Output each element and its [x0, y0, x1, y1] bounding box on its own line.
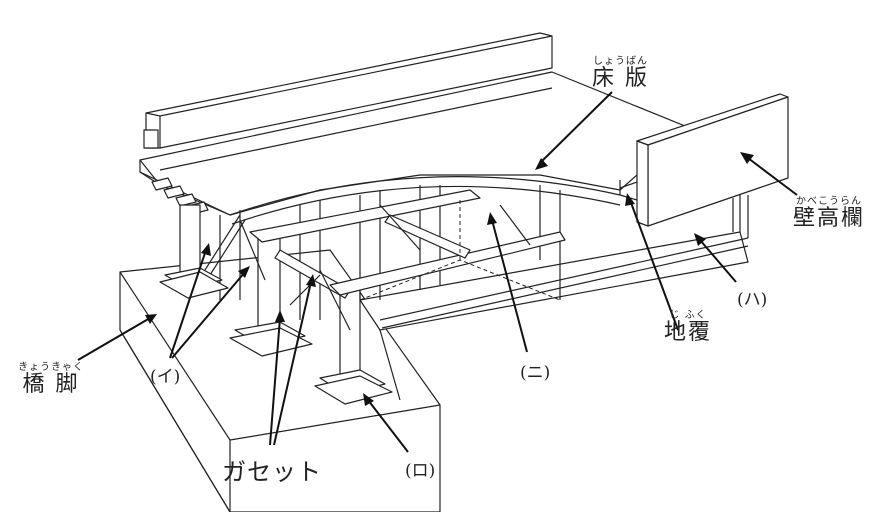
arrowhead [306, 274, 316, 287]
ruby-deck-slab: しょうばん [593, 56, 648, 67]
arrow-pier [77, 317, 151, 361]
arrowhead [145, 314, 157, 324]
footings [159, 267, 393, 405]
marker-ro: (ロ) [405, 461, 436, 481]
label-gusset: ガセット [222, 458, 322, 486]
ruby-pier: きょうきゃく [18, 362, 84, 373]
text-curb: 地覆 [664, 320, 713, 345]
marker-ni: (ニ) [520, 363, 551, 383]
arrow-deck-slab [539, 91, 613, 164]
arrowhead [201, 243, 211, 256]
arrowhead [363, 393, 374, 406]
arrow-curb [629, 199, 679, 331]
text-deck-slab: 床 版 [592, 66, 649, 91]
arrow-ha [699, 239, 737, 283]
arrow-gusset-1 [269, 317, 281, 446]
arrow-ni [491, 219, 528, 353]
abutment-base [359, 195, 749, 401]
marker-ha: (ハ) [737, 290, 768, 310]
deck-slab [139, 71, 691, 225]
arrowhead [740, 152, 754, 164]
text-parapet-wall: 壁高欄 [793, 206, 866, 231]
marker-i: (イ) [150, 367, 181, 387]
label-pier: きょうきゃく 橋 脚 [18, 362, 84, 397]
text-pier: 橋 脚 [22, 372, 80, 397]
curb-lines [379, 195, 749, 329]
arrowhead [238, 266, 250, 278]
arrowhead [625, 193, 635, 206]
parapet-left [143, 32, 553, 149]
ruby-curb: じ ふく [669, 310, 707, 321]
hidden-lines [359, 200, 561, 301]
parapet-right [619, 93, 789, 227]
label-parapet-wall: かべこうらん 壁高欄 [793, 196, 865, 231]
arrow-i-2 [171, 271, 246, 359]
arrow-ro [367, 399, 409, 453]
ruby-parapet-wall: かべこうらん [796, 196, 862, 207]
arrow-parapet [747, 157, 798, 196]
arrowhead [487, 212, 497, 225]
label-curb: じ ふく 地覆 [664, 310, 712, 345]
pointer-arrows [77, 91, 798, 453]
arrow-gusset-2 [273, 281, 312, 446]
arrowhead [275, 310, 285, 322]
label-deck-slab: しょうばん 床 版 [592, 56, 649, 91]
arrowhead [535, 158, 548, 170]
arrowhead [694, 233, 706, 246]
arrow-i-1 [169, 249, 207, 359]
